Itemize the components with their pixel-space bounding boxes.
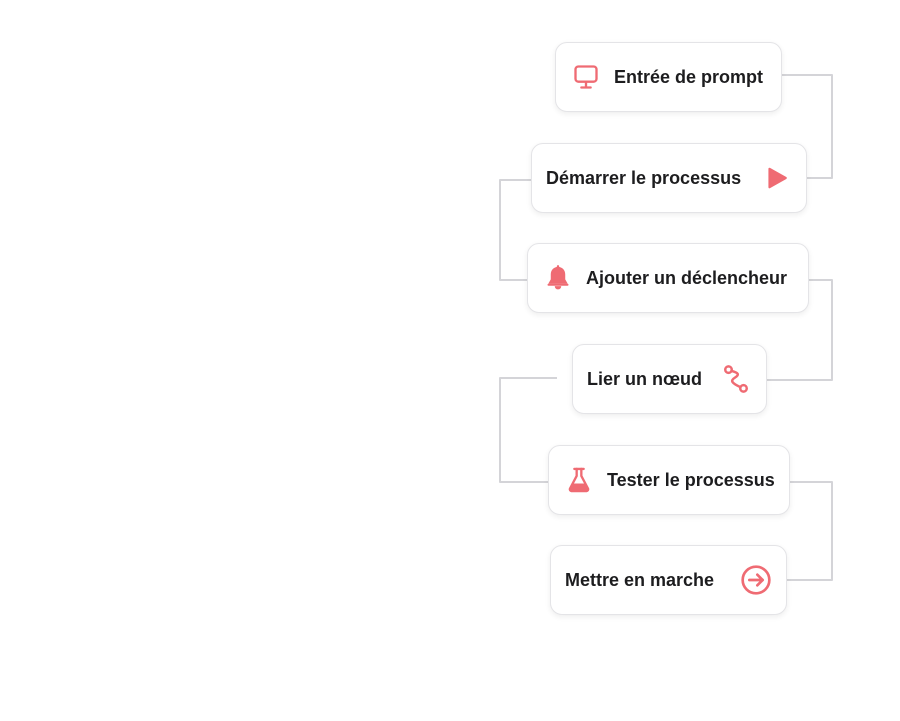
connector-5-6 [787, 481, 833, 581]
step-test-process[interactable]: Tester le processus [548, 445, 790, 515]
step-link-node[interactable]: Lier un nœud [572, 344, 767, 414]
step-activate[interactable]: Mettre en marche [550, 545, 787, 615]
flask-icon [563, 464, 595, 496]
step-prompt-input[interactable]: Entrée de prompt [555, 42, 782, 112]
monitor-icon [570, 61, 602, 93]
route-icon [720, 363, 752, 395]
step-label: Démarrer le processus [546, 167, 742, 188]
step-label: Mettre en marche [565, 569, 715, 590]
bell-icon [542, 262, 574, 294]
play-icon [760, 162, 792, 194]
step-label: Tester le processus [607, 469, 775, 490]
step-start-process[interactable]: Démarrer le processus [531, 143, 807, 213]
step-label: Lier un nœud [587, 368, 702, 389]
step-label: Ajouter un déclencheur [586, 267, 788, 288]
arrow-circle-right-icon [740, 564, 772, 596]
step-label: Entrée de prompt [614, 66, 764, 87]
step-add-trigger[interactable]: Ajouter un déclencheur [527, 243, 809, 313]
